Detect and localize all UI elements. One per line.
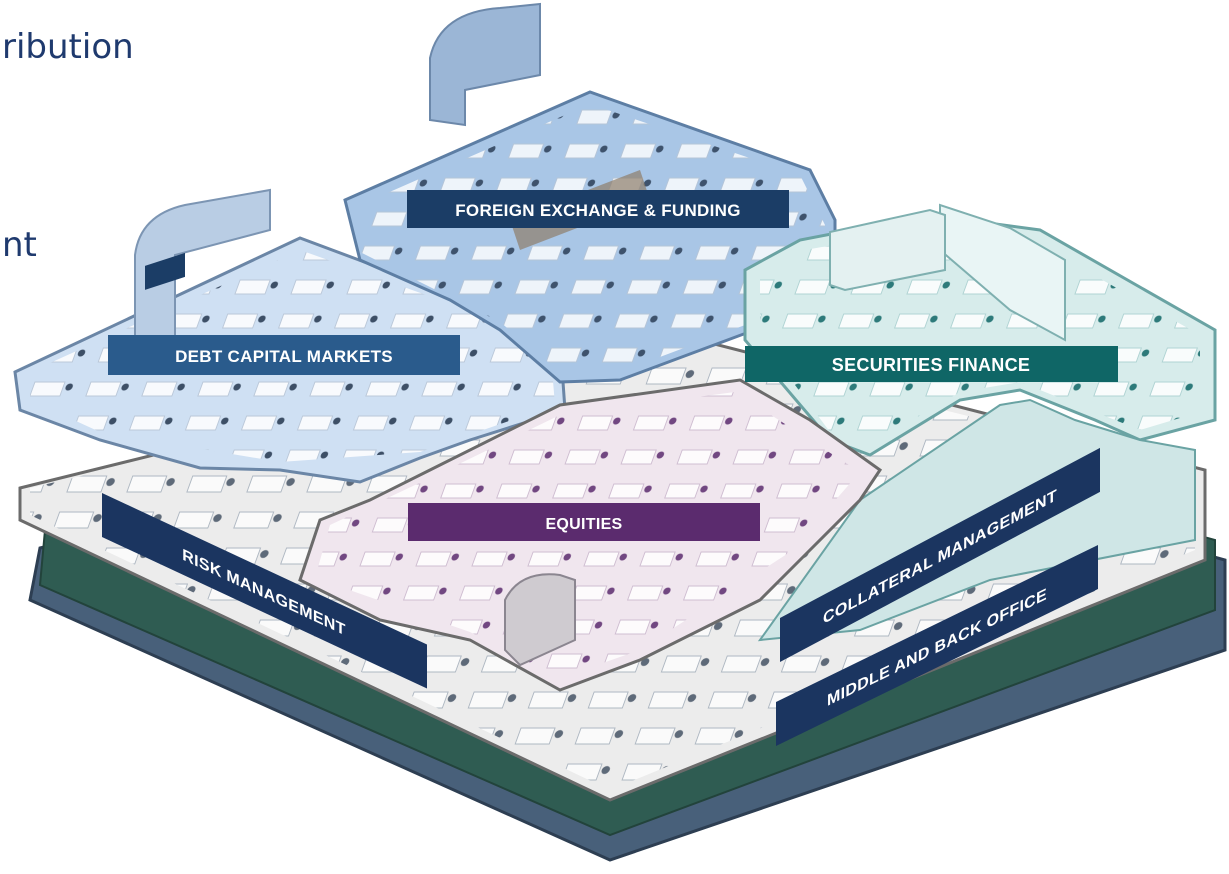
debt-capital-markets-wall [134, 188, 271, 352]
equities-label: EQUITIES [545, 516, 622, 533]
ticker-board-icon [145, 252, 185, 290]
foreign-exchange-banner: FOREIGN EXCHANGE & FUNDING [407, 190, 789, 228]
equities-banner-bg [408, 503, 760, 541]
equities-banner: EQUITIES [408, 503, 760, 541]
securities-finance-wall [829, 208, 946, 292]
heading-fragment-top: ribution [2, 27, 134, 67]
risk-management-banner-bg [102, 493, 427, 689]
securities-finance-banner-bg [745, 346, 1118, 382]
securities-finance-banner: SECURITIES FINANCE [745, 346, 1118, 382]
foreign-exchange-banner-bg [407, 190, 789, 228]
foreign-exchange-label: FOREIGN EXCHANGE & FUNDING [455, 201, 740, 220]
foreign-exchange-desks [360, 104, 825, 372]
foreign-exchange-wall [429, 2, 541, 127]
collateral-management-banner-bg [780, 447, 1100, 662]
middle-back-office-banner-bg [776, 544, 1098, 746]
debt-capital-markets-banner: DEBT CAPITAL MARKETS [108, 335, 460, 375]
debt-capital-markets-label: DEBT CAPITAL MARKETS [175, 347, 393, 366]
heading-fragment-middle: nt [2, 225, 37, 265]
securities-finance-label: SECURITIES FINANCE [832, 355, 1030, 375]
equities-partition [504, 573, 576, 667]
debt-capital-markets-banner-bg [108, 335, 460, 375]
securities-finance-room [939, 203, 1066, 342]
